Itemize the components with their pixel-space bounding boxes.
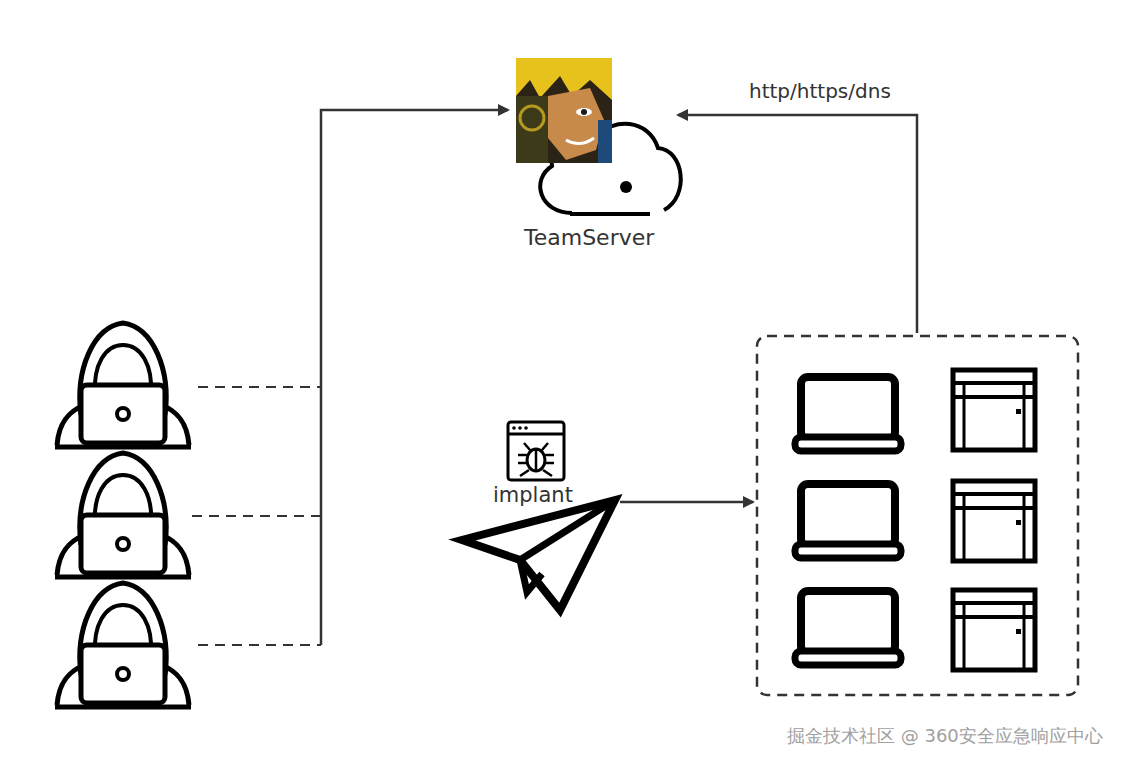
server-icon	[953, 370, 1035, 450]
implant-node: implant	[493, 483, 573, 508]
deploy-arrow	[620, 501, 753, 504]
paper-plane	[462, 500, 615, 610]
laptop-icon	[795, 484, 901, 558]
laptop-icon	[795, 377, 901, 451]
dashed-link	[192, 387, 321, 645]
paper-plane-fold	[520, 500, 615, 592]
node-text: implant	[493, 483, 573, 508]
server-node: TeamServer	[524, 225, 654, 251]
node-text: TeamServer	[524, 225, 654, 251]
callback-arrow	[678, 115, 917, 333]
hacker-icon	[55, 583, 191, 707]
laptop-icon	[795, 591, 901, 665]
cloud-base	[570, 212, 650, 216]
server-icon	[953, 481, 1035, 561]
implant-icon	[508, 422, 564, 480]
server-icon	[953, 590, 1035, 670]
avatar-image	[516, 58, 612, 163]
hacker-icon	[55, 453, 191, 577]
watermark: 掘金技术社区 @ 360安全应急响应中心	[784, 724, 1106, 748]
operator-arrow	[321, 110, 508, 645]
hacker-icon	[55, 323, 191, 447]
protocol-label: http/https/dns	[746, 79, 894, 103]
cloud-dot	[620, 181, 632, 193]
target-group	[757, 336, 1078, 695]
